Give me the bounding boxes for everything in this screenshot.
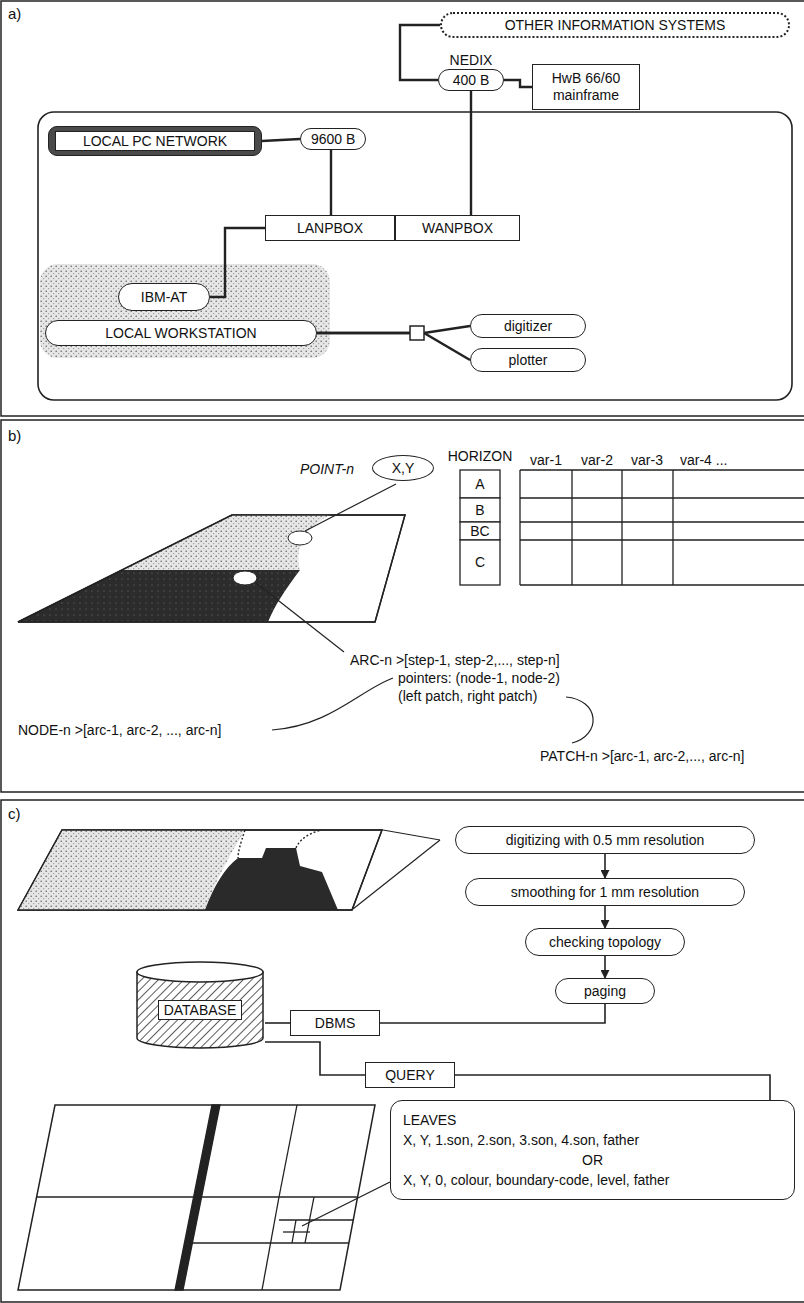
record-box: LEAVESX, Y, 1.son, 2.son, 3.son, 4.son, … [390,1100,795,1200]
connector [470,91,472,215]
node-text: OR [582,1150,603,1170]
process-box: LANPBOX [265,215,395,241]
connector [265,1022,290,1024]
node-text: OTHER INFORMATION SYSTEMS [505,17,726,33]
variable-table [520,470,804,585]
label: var-3 [631,452,663,468]
node-text: HwB 66/60 mainframe [543,70,629,104]
connector [604,956,606,978]
device-pill: digitizer [470,314,586,338]
local-region [38,112,792,400]
node-text: DBMS [315,1015,355,1031]
node-text: LOCAL WORKSTATION [105,325,256,341]
panel-label: a) [8,6,21,22]
node-text: IBM-AT [141,289,187,305]
node-heading: LEAVES [403,1110,456,1130]
label: (left patch, right patch) [398,688,537,704]
process-box: DBMS [290,1010,380,1036]
node-text: X, Y, 0, colour, boundary-code, level, f… [403,1170,669,1190]
node-text: plotter [509,352,548,368]
label: pointers: (node-1, node-2) [398,670,560,686]
label: var-4 ... [680,452,727,468]
process-box: WANPBOX [395,215,520,241]
connector [604,906,606,928]
node-text: DATABASE [158,1000,243,1020]
connector [210,228,265,297]
label: ARC-n >[step-1, step-2,..., step-n] [350,652,560,668]
label: POINT-n [300,461,354,477]
label: C [475,554,485,570]
node-text: X,Y [392,460,415,476]
node-text: LANPBOX [297,220,363,236]
node-text: paging [584,983,626,999]
label: A [475,476,484,492]
device-pill: plotter [470,348,586,372]
computer-pill: IBM-AT [118,283,210,311]
process-pill: paging [555,978,655,1004]
process-pill: smoothing for 1 mm resolution [465,878,745,906]
cylinder-top [137,962,263,982]
workstation-pill: LOCAL WORKSTATION [45,320,317,346]
node-text: checking topology [549,934,661,950]
label: BC [470,523,489,539]
connector [504,80,532,87]
node-text: digitizing with 0.5 mm resolution [506,832,704,848]
speed-pill: 9600 B [300,128,366,150]
node-text: QUERY [385,1067,435,1083]
mainframe-box: HwB 66/60 mainframe [532,64,640,110]
system-pill: OTHER INFORMATION SYSTEMS [440,12,790,38]
label: B [475,502,484,518]
connector [400,25,440,80]
quadtree-map [18,1105,390,1290]
database-cylinder: DATABASE [135,960,265,1050]
horizon-column [460,470,500,585]
label: HORIZON [448,448,513,464]
connector [455,1075,770,1100]
map-c [18,830,440,910]
node-text: X, Y, 1.son, 2.son, 3.son, 4.son, father [403,1130,639,1150]
map-b [18,484,593,743]
node-text: LOCAL PC NETWORK [55,131,255,151]
workstation-region [40,264,330,358]
connector [262,139,300,141]
process-pill: digitizing with 0.5 mm resolution [455,826,755,854]
node-text: digitizer [504,318,552,334]
connector [265,1042,365,1075]
connector [317,333,470,360]
node-text: smoothing for 1 mm resolution [511,884,699,900]
connector [380,1004,605,1023]
cylinder-body [137,972,263,1048]
node-text: WANPBOX [422,220,493,236]
label: PATCH-n >[arc-1, arc-2,..., arc-n] [540,748,744,764]
label: NODE-n >[arc-1, arc-2, ..., arc-n] [18,722,221,738]
node-heading: NEDIX [450,52,493,69]
label: var-2 [581,452,613,468]
pill-text: 400 B [438,69,504,91]
network-node: NEDIX400 B [438,52,504,91]
process-box: QUERY [365,1062,455,1088]
point-ellipse: X,Y [372,455,434,481]
connector [330,150,332,215]
panel-label: b) [8,428,21,444]
panel-label: c) [8,806,21,822]
process-pill: checking topology [525,928,685,956]
junction-box [410,326,424,340]
connector [604,854,606,878]
network-box: LOCAL PC NETWORK [48,126,262,156]
label: var-1 [530,452,562,468]
node-text: 9600 B [311,131,355,147]
